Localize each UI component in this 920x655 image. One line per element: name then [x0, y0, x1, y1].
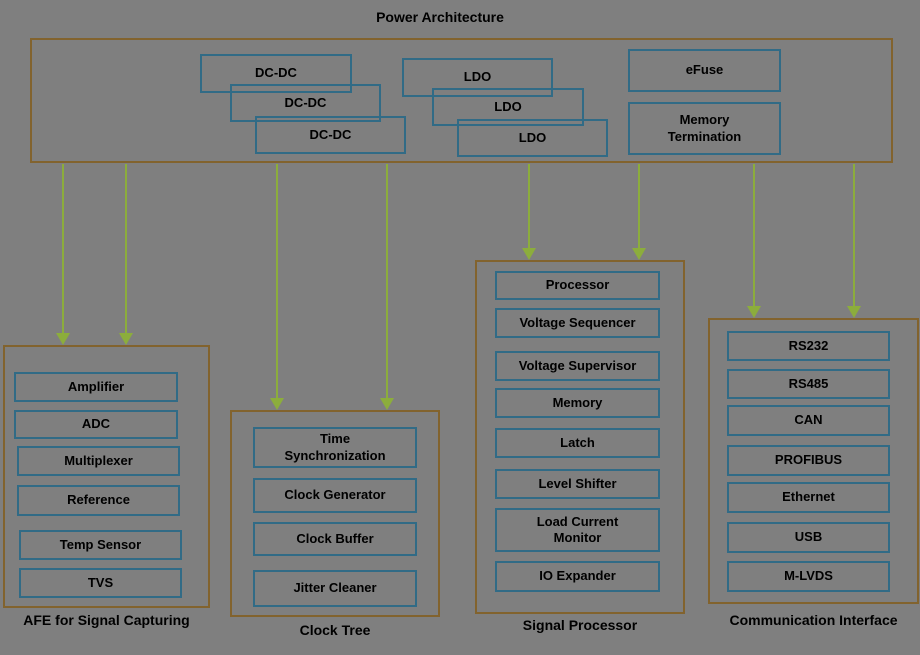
arrow-power-to-comm-1	[747, 164, 761, 318]
block-amplifier: Amplifier	[14, 372, 178, 402]
block-ldo-2-label: LDO	[494, 98, 522, 114]
block-voltage-supervisor: Voltage Supervisor	[495, 351, 660, 381]
clock-tree-container: Time Synchronization Clock Generator Clo…	[230, 410, 440, 617]
diagram-title: Power Architecture	[376, 9, 504, 25]
block-ldo-1: LDO	[402, 58, 553, 97]
block-time-synchronization: Time Synchronization	[253, 427, 417, 468]
block-dcdc-2-label: DC-DC	[284, 94, 327, 110]
block-jitter-cleaner: Jitter Cleaner	[253, 570, 417, 607]
block-adc: ADC	[14, 410, 178, 439]
block-memory-label: Memory	[552, 394, 603, 410]
afe-group-label: AFE for Signal Capturing	[23, 612, 190, 628]
block-efuse-label: eFuse	[685, 62, 724, 78]
block-multiplexer: Multiplexer	[17, 446, 180, 476]
block-ldo-3-label: LDO	[518, 129, 547, 145]
block-temp-sensor-label: Temp Sensor	[59, 536, 142, 552]
block-ethernet: Ethernet	[727, 482, 890, 513]
block-can-label: CAN	[794, 412, 823, 428]
block-voltage-sequencer-label: Voltage Sequencer	[519, 314, 636, 330]
block-ldo-3: LDO	[457, 119, 608, 157]
block-ldo-2: LDO	[432, 88, 584, 126]
block-profibus: PROFIBUS	[727, 445, 890, 476]
block-latch-label: Latch	[560, 434, 595, 450]
block-processor-label: Processor	[545, 277, 610, 293]
block-memory-termination-label: Memory Termination	[667, 112, 742, 144]
block-can: CAN	[727, 405, 890, 436]
block-dcdc-1: DC-DC	[200, 54, 352, 93]
block-load-current-monitor-label: Load Current Monitor	[536, 513, 619, 545]
afe-container: Amplifier ADC Multiplexer Reference Temp…	[3, 345, 210, 608]
block-ldo-1-label: LDO	[463, 69, 492, 85]
block-rs485: RS485	[727, 369, 890, 399]
block-multiplexer-label: Multiplexer	[64, 452, 133, 468]
block-clock-buffer: Clock Buffer	[253, 522, 417, 556]
block-memory: Memory	[495, 388, 660, 418]
block-profibus-label: PROFIBUS	[774, 452, 843, 468]
block-adc-label: ADC	[81, 416, 111, 432]
signal-processor-container: Processor Voltage Sequencer Voltage Supe…	[475, 260, 685, 614]
arrow-power-to-signal-2	[632, 164, 646, 260]
arrow-power-to-afe-2	[119, 164, 133, 345]
block-time-synchronization-label: Time Synchronization	[284, 431, 386, 463]
block-usb-label: USB	[794, 529, 823, 545]
block-latch: Latch	[495, 428, 660, 458]
block-voltage-supervisor-label: Voltage Supervisor	[518, 357, 637, 373]
block-usb: USB	[727, 522, 890, 553]
block-tvs: TVS	[19, 568, 182, 598]
block-processor: Processor	[495, 271, 660, 300]
block-tvs-label: TVS	[87, 574, 114, 590]
block-dcdc-2: DC-DC	[230, 84, 381, 122]
block-rs232: RS232	[727, 331, 890, 361]
block-efuse: eFuse	[628, 49, 781, 92]
block-level-shifter-label: Level Shifter	[538, 475, 617, 491]
arrow-power-to-comm-2	[847, 164, 861, 318]
block-dcdc-3: DC-DC	[255, 116, 406, 154]
communication-interface-group-label: Communication Interface	[729, 612, 898, 628]
block-rs232-label: RS232	[788, 337, 829, 353]
block-voltage-sequencer: Voltage Sequencer	[495, 308, 660, 338]
block-dcdc-1-label: DC-DC	[255, 65, 297, 81]
block-io-expander-label: IO Expander	[539, 568, 616, 584]
power-architecture-container: DC-DC DC-DC DC-DC LDO LDO LDO eFuse Memo…	[30, 38, 893, 163]
block-rs485-label: RS485	[788, 375, 829, 391]
block-io-expander: IO Expander	[495, 561, 660, 592]
communication-interface-container: RS232 RS485 CAN PROFIBUS Ethernet USB M-…	[708, 318, 919, 604]
arrow-power-to-signal-1	[522, 164, 536, 260]
block-memory-termination: Memory Termination	[628, 102, 781, 155]
block-load-current-monitor: Load Current Monitor	[495, 508, 660, 552]
block-amplifier-label: Amplifier	[67, 378, 125, 394]
clock-tree-group-label: Clock Tree	[299, 622, 371, 638]
arrow-power-to-afe-1	[56, 164, 70, 345]
arrow-power-to-clock-1	[270, 164, 284, 410]
signal-processor-group-label: Signal Processor	[522, 617, 638, 633]
block-reference: Reference	[17, 485, 180, 516]
block-mlvds-label: M-LVDS	[784, 568, 833, 584]
block-clock-buffer-label: Clock Buffer	[296, 530, 374, 546]
block-temp-sensor: Temp Sensor	[19, 530, 182, 560]
block-clock-generator: Clock Generator	[253, 478, 417, 513]
block-ethernet-label: Ethernet	[782, 489, 835, 505]
block-level-shifter: Level Shifter	[495, 469, 660, 499]
block-dcdc-3-label: DC-DC	[309, 126, 352, 142]
block-mlvds: M-LVDS	[727, 561, 890, 592]
block-reference-label: Reference	[67, 492, 130, 508]
block-clock-generator-label: Clock Generator	[284, 487, 386, 503]
arrow-power-to-clock-2	[380, 164, 394, 410]
block-jitter-cleaner-label: Jitter Cleaner	[293, 580, 377, 596]
